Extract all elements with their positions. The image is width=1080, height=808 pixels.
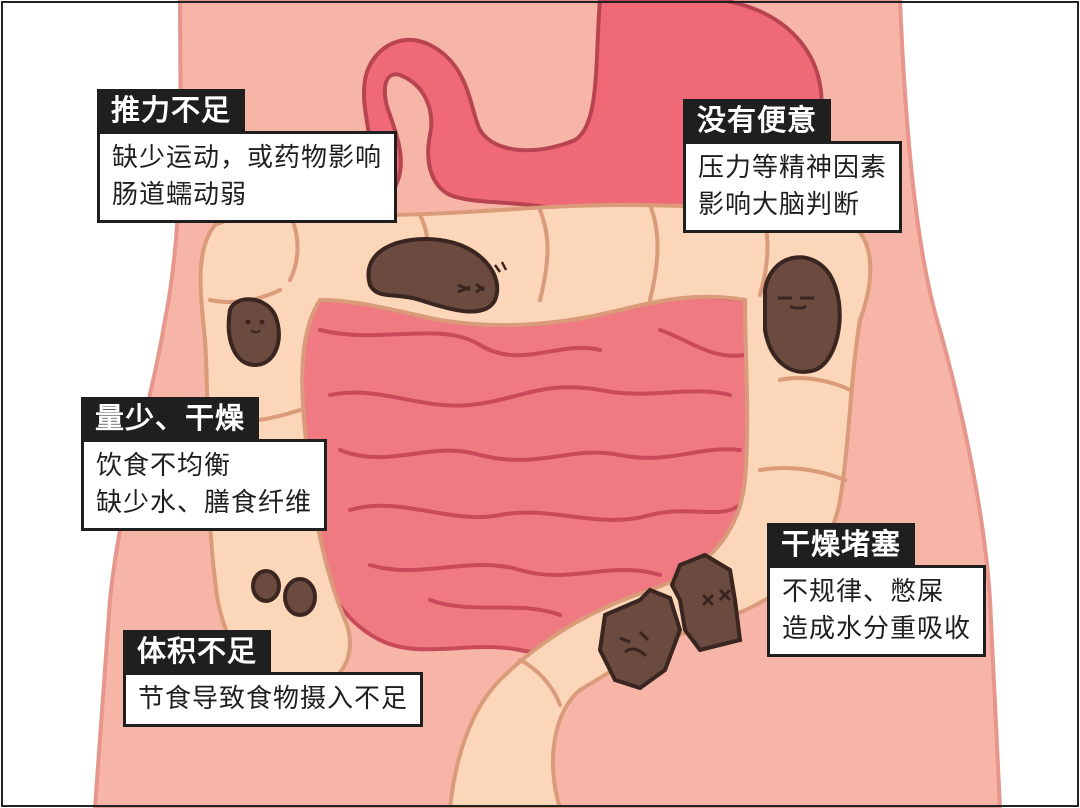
callout-body: 不规律、憋屎 造成水分重吸收 [767, 565, 987, 657]
callout-body: 压力等精神因素 影响大脑判断 [683, 141, 903, 233]
small-intestine-folds [318, 328, 747, 617]
callout-line: 不规律、憋屎 [782, 577, 945, 607]
callout-line: 节食导致食物摄入不足 [138, 684, 409, 714]
callout-title: 量少、干燥 [81, 397, 260, 439]
callout-dry-blocked: 干燥堵塞 不规律、憋屎 造成水分重吸收 [767, 523, 987, 657]
callout-title: 推力不足 [97, 89, 246, 131]
callout-weak-push: 推力不足 缺少运动，或药物影响 肠道蠕动弱 [97, 89, 398, 223]
callout-low-volume: 体积不足 节食导致食物摄入不足 [123, 630, 424, 727]
callout-no-urge: 没有便意 压力等精神因素 影响大脑判断 [683, 99, 903, 233]
callout-title: 干燥堵塞 [767, 523, 916, 565]
callout-line: 压力等精神因素 [698, 153, 888, 183]
callout-body: 节食导致食物摄入不足 [123, 672, 424, 727]
callout-line: 影响大脑判断 [698, 190, 861, 220]
stool-ascending [226, 297, 281, 368]
stool-small-pellets [251, 569, 317, 617]
callout-title: 体积不足 [123, 630, 272, 672]
stool-descending [763, 255, 842, 374]
stool-hard-lumps [597, 552, 743, 691]
stool-transverse [366, 237, 508, 314]
callout-line: 肠道蠕动弱 [112, 180, 248, 210]
callout-line: 饮食不均衡 [96, 451, 232, 481]
callout-body: 饮食不均衡 缺少水、膳食纤维 [81, 439, 328, 531]
callout-title: 没有便意 [683, 99, 832, 141]
callout-small-dry: 量少、干燥 饮食不均衡 缺少水、膳食纤维 [81, 397, 328, 531]
callout-line: 造成水分重吸收 [782, 614, 972, 644]
callout-body: 缺少运动，或药物影响 肠道蠕动弱 [97, 131, 398, 223]
callout-line: 缺少运动，或药物影响 [112, 143, 383, 173]
callout-line: 缺少水、膳食纤维 [96, 488, 313, 518]
